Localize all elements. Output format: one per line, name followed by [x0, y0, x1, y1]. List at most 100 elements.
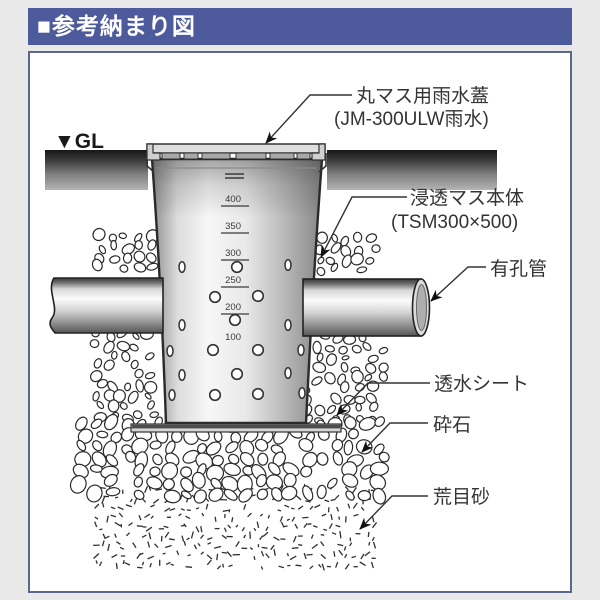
sand-dash [176, 550, 180, 556]
stone [121, 351, 131, 363]
stone [324, 345, 336, 353]
sand-dash [338, 516, 341, 520]
stone [127, 390, 139, 404]
sand-dash [126, 532, 131, 537]
stone [143, 380, 158, 394]
sand-dash [186, 509, 191, 512]
sand-dash [314, 504, 321, 509]
label-rain-lid-line2: (JM-300ULW雨水) [334, 108, 489, 130]
sand-dash [102, 503, 105, 508]
perforation-hole [284, 258, 292, 272]
sand-dash [334, 494, 340, 500]
perforation-hole [251, 289, 265, 303]
stone [149, 440, 162, 450]
stone [343, 439, 354, 456]
sand-dash [124, 562, 131, 566]
stone [355, 402, 363, 412]
sand-dash [344, 486, 349, 491]
stone [317, 256, 325, 265]
sand-dash [214, 516, 217, 522]
stone [91, 451, 107, 468]
sand-dash [147, 541, 151, 548]
scale-mark: 200 [225, 302, 241, 313]
stone [267, 462, 281, 476]
stone [351, 344, 362, 354]
stone [152, 453, 163, 466]
stone [129, 343, 139, 352]
label-coarse-sand: 荒目砂 [433, 486, 490, 508]
stone [134, 368, 144, 379]
stone [180, 477, 194, 493]
stone [134, 240, 144, 250]
stone [365, 257, 375, 265]
perforation-hole [178, 318, 186, 332]
stone [326, 477, 338, 489]
sand-dash [265, 553, 270, 559]
stone [326, 404, 337, 415]
stone [89, 339, 100, 349]
sand-dash [371, 516, 375, 523]
stone [314, 404, 326, 417]
stone [330, 262, 339, 273]
sand-dash [303, 522, 308, 528]
crushed-stone-layer [69, 227, 390, 505]
ground-layer [45, 150, 497, 190]
sand-dash [128, 522, 133, 527]
sand-dash [145, 526, 153, 532]
leader-permeable-sheet [336, 382, 430, 416]
perforation-hole [230, 260, 244, 274]
stone [371, 244, 381, 254]
stone [316, 352, 324, 362]
ground-band-right [327, 150, 497, 190]
sand-dash [95, 560, 98, 564]
sand-dash [334, 561, 339, 568]
stone [180, 490, 192, 500]
stone [96, 400, 105, 410]
sand-dash [207, 542, 212, 545]
sand-dash [139, 552, 144, 556]
scale-mark: 350 [225, 221, 241, 232]
stone [116, 340, 131, 352]
stone [124, 382, 132, 392]
stone [76, 439, 87, 452]
leader-perforated-pipe [430, 266, 486, 302]
section-title: ■参考納まり図 [37, 13, 196, 39]
stone [105, 454, 119, 467]
sand-dash [99, 561, 103, 567]
sand-dash [297, 505, 304, 510]
sand-dash [206, 554, 213, 560]
stone [341, 254, 353, 269]
stone [312, 361, 327, 374]
sand-dash [141, 561, 145, 566]
sand-dash [259, 535, 264, 541]
base-plate-shadow [131, 424, 341, 429]
sand-dash [331, 532, 337, 535]
stone [103, 340, 115, 354]
stone [354, 395, 366, 405]
stone [119, 264, 129, 273]
stone [225, 441, 239, 454]
sand-dash [260, 566, 264, 570]
sand-dash [367, 531, 370, 537]
stone [92, 227, 106, 242]
sand-dash [351, 555, 357, 559]
sand-dash [102, 533, 106, 539]
stone [121, 243, 135, 256]
sand-dash [311, 543, 318, 550]
sand-dash [303, 552, 307, 560]
sand-dash [110, 514, 117, 518]
sand-dash [222, 563, 225, 568]
sand-dash [94, 503, 100, 509]
stone [378, 346, 389, 355]
sand-dash [181, 535, 185, 542]
stone [98, 244, 107, 255]
stone [378, 371, 389, 382]
perforation-hole [298, 386, 306, 400]
stone [144, 371, 156, 380]
sand-dash [352, 502, 358, 509]
sand-dash [253, 555, 256, 560]
stone [223, 488, 238, 501]
sand-dash [231, 517, 234, 523]
stone [239, 452, 255, 467]
